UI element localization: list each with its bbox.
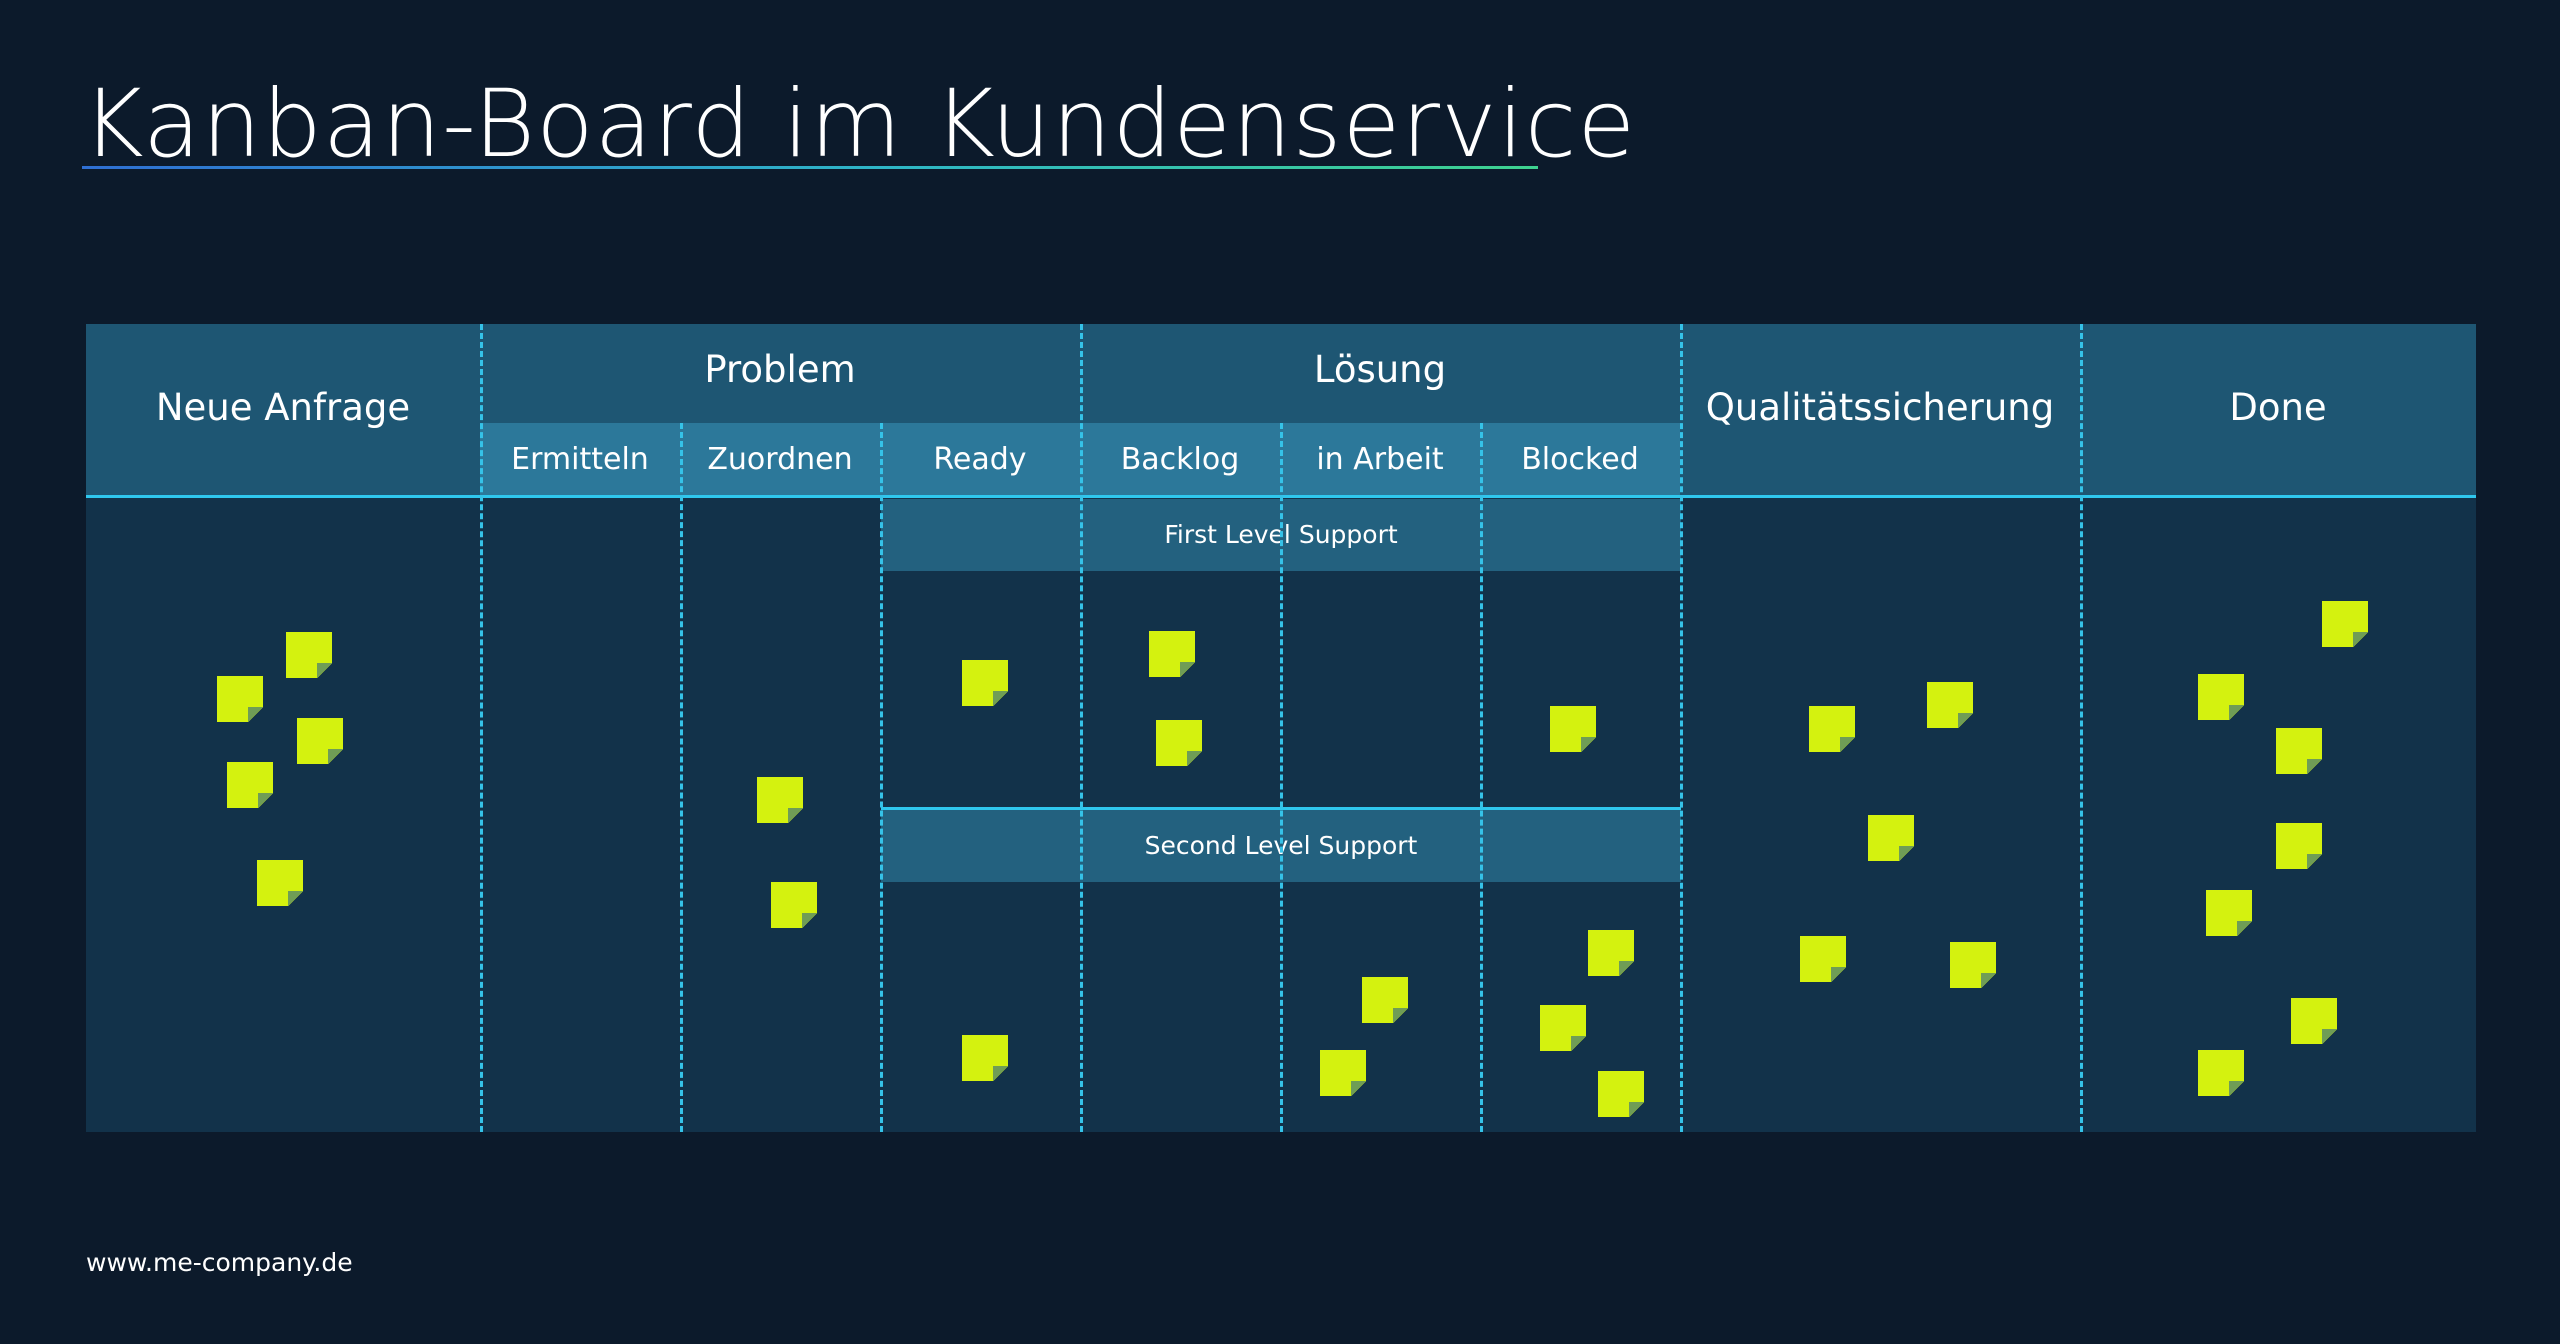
sticky-note[interactable]	[771, 882, 817, 928]
kanban-board: Neue Anfrage Problem Lösung Qualitätssic…	[86, 324, 2476, 1132]
subcolumn-header-zuordnen: Zuordnen	[707, 442, 853, 477]
sticky-note[interactable]	[2276, 823, 2322, 869]
subcolumn-header-ermitteln: Ermitteln	[511, 442, 649, 477]
column-header-loesung: Lösung	[1313, 348, 1447, 391]
subcolumn-header-in-arbeit: in Arbeit	[1316, 442, 1444, 477]
sticky-note[interactable]	[1588, 930, 1634, 976]
sticky-note[interactable]	[1156, 720, 1202, 766]
sticky-note[interactable]	[757, 777, 803, 823]
sticky-note[interactable]	[1550, 706, 1596, 752]
subcolumn-header-blocked: Blocked	[1521, 442, 1639, 477]
column-header-done: Done	[2229, 386, 2327, 429]
sticky-note[interactable]	[2322, 601, 2368, 647]
sticky-note[interactable]	[1540, 1005, 1586, 1051]
sticky-note[interactable]	[1800, 936, 1846, 982]
sticky-note[interactable]	[1868, 815, 1914, 861]
website-url: www.me-company.de	[86, 1248, 353, 1277]
sticky-note[interactable]	[1149, 631, 1195, 677]
column-divider	[2080, 324, 2083, 1132]
sticky-note[interactable]	[2198, 674, 2244, 720]
sticky-note[interactable]	[1927, 682, 1973, 728]
page-title: Kanban-Board im Kundenservice	[82, 70, 1637, 179]
column-divider	[1680, 324, 1683, 1132]
sticky-note[interactable]	[297, 718, 343, 764]
subcolumn-header-ready: Ready	[933, 442, 1027, 477]
sticky-note[interactable]	[962, 1035, 1008, 1081]
sticky-note[interactable]	[2206, 890, 2252, 936]
sticky-note[interactable]	[227, 762, 273, 808]
sticky-note[interactable]	[2276, 728, 2322, 774]
sticky-note[interactable]	[2198, 1050, 2244, 1096]
subcolumn-header-backlog: Backlog	[1120, 442, 1240, 477]
column-divider	[1080, 324, 1083, 1132]
column-divider	[680, 423, 683, 1132]
column-divider	[480, 324, 483, 1132]
column-header-neue-anfrage: Neue Anfrage	[155, 386, 411, 429]
sticky-note[interactable]	[2291, 998, 2337, 1044]
sticky-note[interactable]	[1950, 942, 1996, 988]
sticky-note[interactable]	[286, 632, 332, 678]
column-divider	[1280, 423, 1283, 1132]
sticky-note[interactable]	[257, 860, 303, 906]
sticky-note[interactable]	[1598, 1071, 1644, 1117]
title-underline	[82, 166, 1538, 169]
column-divider	[1480, 423, 1483, 1132]
sticky-note[interactable]	[217, 676, 263, 722]
column-header-qualitaetssicherung: Qualitätssicherung	[1705, 386, 2055, 429]
sticky-note[interactable]	[1362, 977, 1408, 1023]
column-header-problem: Problem	[704, 348, 856, 391]
sticky-note[interactable]	[1809, 706, 1855, 752]
sticky-note[interactable]	[962, 660, 1008, 706]
sticky-note[interactable]	[1320, 1050, 1366, 1096]
column-divider	[880, 423, 883, 1132]
